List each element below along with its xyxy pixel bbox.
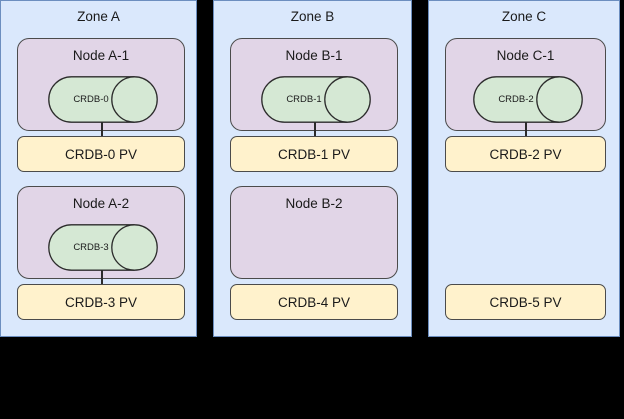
zone-b-title: Zone B (290, 9, 335, 24)
node-a-1-title: Node A-1 (72, 48, 130, 63)
connector-crdb-0-to-pv (101, 122, 103, 138)
node-a-1[interactable]: Node A-1 CRDB-0 (17, 38, 185, 131)
node-c-1[interactable]: Node C-1 CRDB-2 (445, 38, 606, 131)
zone-b[interactable]: Zone B Node B-1 CRDB-1 CRDB-1 PV Node B-… (213, 0, 412, 337)
node-b-1[interactable]: Node B-1 CRDB-1 (230, 38, 398, 131)
cylinder-shape (261, 76, 371, 123)
cylinder-shape (48, 76, 158, 123)
volume-crdb-1-pv[interactable]: CRDB-1 PV (230, 136, 398, 172)
node-b-1-title: Node B-1 (285, 48, 343, 63)
connector-crdb-3-to-pv (101, 270, 103, 286)
node-c-1-title: Node C-1 (496, 48, 555, 63)
connector-crdb-2-to-pv (525, 122, 527, 138)
database-cylinder-crdb-0[interactable]: CRDB-0 (48, 76, 158, 123)
volume-crdb-2-pv[interactable]: CRDB-2 PV (445, 136, 606, 172)
volume-crdb-0-pv[interactable]: CRDB-0 PV (17, 136, 185, 172)
node-a-2[interactable]: Node A-2 CRDB-3 (17, 186, 185, 279)
cylinder-shape (48, 224, 158, 271)
volume-crdb-5-pv[interactable]: CRDB-5 PV (445, 284, 606, 320)
database-cylinder-crdb-1[interactable]: CRDB-1 (261, 76, 371, 123)
database-cylinder-crdb-2[interactable]: CRDB-2 (473, 76, 583, 123)
connector-crdb-1-to-pv (314, 122, 316, 138)
node-b-2-title: Node B-2 (285, 196, 343, 211)
database-cylinder-crdb-3[interactable]: CRDB-3 (48, 224, 158, 271)
zone-c[interactable]: Zone C Node C-1 CRDB-2 CRDB-2 PV CRDB-5 … (428, 0, 620, 337)
cylinder-shape (473, 76, 583, 123)
node-b-2[interactable]: Node B-2 (230, 186, 398, 279)
node-a-2-title: Node A-2 (72, 196, 130, 211)
zone-a[interactable]: Zone A Node A-1 CRDB-0 CRDB-0 PV Node A-… (0, 0, 197, 337)
volume-crdb-3-pv[interactable]: CRDB-3 PV (17, 284, 185, 320)
volume-crdb-4-pv[interactable]: CRDB-4 PV (230, 284, 398, 320)
zone-a-title: Zone A (77, 9, 120, 24)
zone-c-title: Zone C (501, 9, 547, 24)
